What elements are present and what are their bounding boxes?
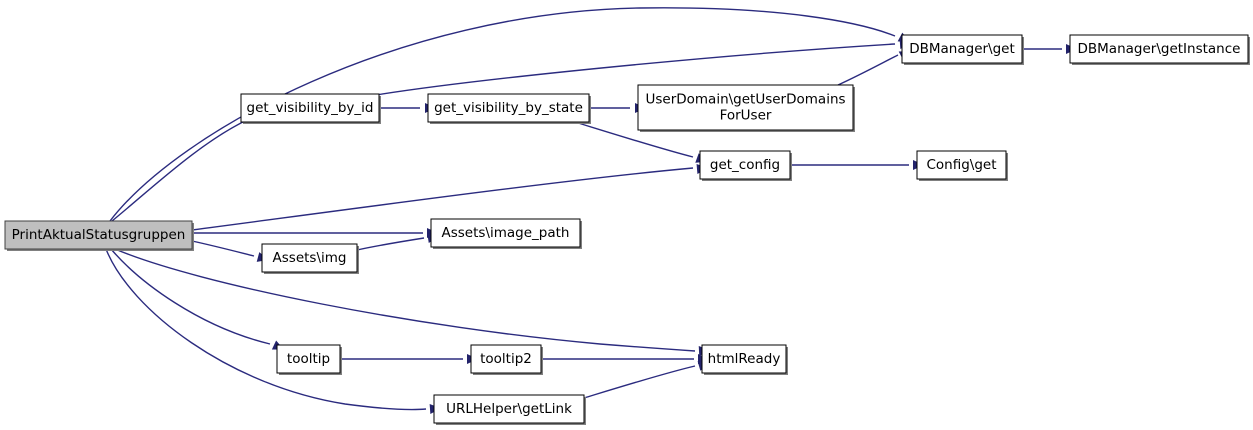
node-box-assets_img[interactable] <box>261 243 358 273</box>
node-box-get_visibility_by_id[interactable] <box>240 93 380 123</box>
edge-root-to-html_ready <box>114 248 696 352</box>
node-label-dbmanager_getinstance: DBManager\getInstance <box>1078 41 1241 57</box>
edge-get_visibility_by_id-to-dbmanager_get <box>375 43 896 96</box>
node-label-dbmanager_get: DBManager\get <box>909 41 1015 57</box>
node-box-html_ready[interactable] <box>701 344 787 374</box>
node-get_config[interactable]: get_config <box>699 150 792 181</box>
node-box-url_helper_get_link[interactable] <box>433 394 585 424</box>
edge-root-to-get_config <box>191 167 694 231</box>
node-label-get_visibility_by_state: get_visibility_by_state <box>434 100 583 116</box>
node-box-root[interactable] <box>4 220 193 250</box>
edge-get_visibility_by_state-to-get_config <box>574 121 694 158</box>
node-label-config_get: Config\get <box>926 157 996 173</box>
node-dbmanager_get[interactable]: DBManager\get <box>901 34 1024 65</box>
node-box-get_config[interactable] <box>699 150 791 180</box>
edge-root-to-tooltip <box>110 248 271 345</box>
node-root[interactable]: PrintAktualStatusgruppen <box>4 220 194 251</box>
edge-root-to-assets_img <box>191 240 255 257</box>
node-config_get[interactable]: Config\get <box>916 150 1008 181</box>
node-label-assets_img: Assets\img <box>273 250 347 266</box>
node-get_visibility_by_state[interactable]: get_visibility_by_state <box>427 93 591 124</box>
edge-root-to-get_visibility_by_id <box>111 118 250 222</box>
edge-user_domain-to-dbmanager_get <box>837 54 899 86</box>
node-box-dbmanager_getinstance[interactable] <box>1069 34 1249 64</box>
edge-url_helper_get_link-to-html_ready <box>583 365 696 399</box>
node-tooltip[interactable]: tooltip <box>276 344 342 375</box>
node-label-user_domain: UserDomain\getUserDomains <box>645 92 845 108</box>
node-box-tooltip2[interactable] <box>470 344 542 374</box>
node-box-get_visibility_by_state[interactable] <box>427 93 590 123</box>
node-url_helper_get_link[interactable]: URLHelper\getLink <box>433 394 586 425</box>
node-label-tooltip2: tooltip2 <box>480 351 532 367</box>
node-label-get_visibility_by_id: get_visibility_by_id <box>247 100 374 116</box>
node-box-user_domain[interactable] <box>637 84 854 131</box>
node-html_ready[interactable]: htmlReady <box>701 344 788 375</box>
node-dbmanager_getinstance[interactable]: DBManager\getInstance <box>1069 34 1250 65</box>
node-label-user_domain: ForUser <box>720 108 772 124</box>
node-label-get_config: get_config <box>710 157 780 173</box>
node-assets_image_path[interactable]: Assets\image_path <box>430 218 582 249</box>
node-box-assets_image_path[interactable] <box>430 218 581 248</box>
node-box-config_get[interactable] <box>916 150 1007 180</box>
node-box-tooltip[interactable] <box>276 344 341 374</box>
edge-root-to-url_helper_get_link <box>105 248 427 411</box>
node-label-assets_image_path: Assets\image_path <box>442 225 570 241</box>
node-assets_img[interactable]: Assets\img <box>261 243 359 274</box>
edge-root-to-dbmanager_get <box>109 7 896 222</box>
node-get_visibility_by_id[interactable]: get_visibility_by_id <box>240 93 381 124</box>
node-tooltip2[interactable]: tooltip2 <box>470 344 543 375</box>
node-box-dbmanager_get[interactable] <box>901 34 1023 64</box>
nodes-layer: PrintAktualStatusgruppen get_visibility_b… <box>4 34 1250 425</box>
node-label-tooltip: tooltip <box>287 351 330 367</box>
edge-assets_img-to-assets_image_path <box>356 237 425 251</box>
node-label-root: PrintAktualStatusgruppen <box>12 227 186 243</box>
edges-layer <box>105 7 1062 411</box>
node-label-url_helper_get_link: URLHelper\getLink <box>446 401 572 417</box>
node-label-html_ready: htmlReady <box>708 351 781 367</box>
